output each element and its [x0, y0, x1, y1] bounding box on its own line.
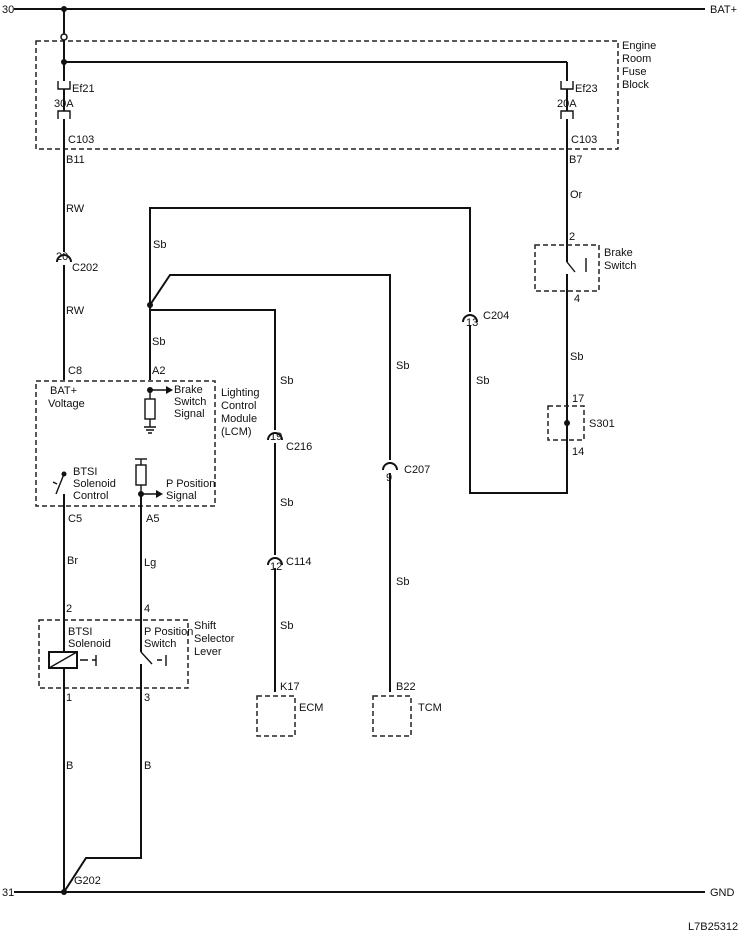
ground-symbol-icon — [144, 426, 156, 434]
fuse-ef23-rating: 20A — [557, 98, 577, 110]
wire-sb-s301-label: Sb — [570, 351, 583, 363]
shift-pin-3: 3 — [144, 692, 150, 704]
wire-rw-label-1: RW — [66, 203, 85, 215]
c216-pin: 19 — [270, 431, 282, 443]
wire-sb-to-c204 — [149, 207, 471, 312]
connector-c103-right: C103 — [571, 134, 597, 146]
fuse-block-label: Engine Room Fuse Block — [622, 40, 659, 91]
feed-junction — [61, 6, 67, 12]
connector-c202 — [56, 254, 72, 263]
c114-label: C114 — [286, 556, 311, 568]
gnd-label: GND — [710, 887, 735, 899]
wire-or-label: Or — [570, 189, 583, 201]
fuse-ef23-label: Ef23 — [575, 83, 598, 95]
wire-sb-c216-top-label: Sb — [280, 375, 293, 387]
pin-a5: A5 — [146, 513, 159, 525]
connector-c114 — [267, 557, 283, 566]
bat-plus-label: BAT+ — [710, 4, 737, 16]
wire-sb-to-c207 — [149, 274, 391, 460]
lcm-box — [35, 380, 216, 507]
rail-31-label: 31 — [2, 887, 14, 899]
fuse-ef21 — [57, 81, 71, 160]
btsi-control-switch — [55, 473, 65, 495]
connector-c207 — [382, 462, 398, 471]
shift-pin-4: 4 — [144, 603, 150, 615]
ppos-signal-arrow-icon — [156, 490, 163, 498]
ecm-pin: K17 — [280, 681, 300, 693]
rail-30-label: 30 — [2, 4, 14, 16]
wire-b-right — [63, 688, 142, 893]
brake-switch-pin-top: 2 — [569, 231, 575, 243]
wire-lg-label: Lg — [144, 557, 156, 569]
c202-label: C202 — [72, 262, 98, 274]
wire-br-label: Br — [67, 555, 78, 567]
btsi-solenoid-control-label: BTSI Solenoid Control — [73, 466, 119, 502]
lcm-label: Lighting Control Module (LCM) — [221, 387, 263, 438]
brake-switch-box — [534, 244, 600, 292]
fuse-ef21-rating: 30A — [54, 98, 74, 110]
ppos-resistor — [135, 464, 147, 486]
fuse-block-box — [35, 40, 619, 150]
figure-code: L7B25312 — [688, 921, 738, 933]
tcm-box — [372, 695, 412, 737]
connector-c204 — [462, 314, 478, 323]
wire-sb-top-label: Sb — [153, 239, 166, 251]
c114-pin: 12 — [270, 561, 282, 573]
tcm-pin: B22 — [396, 681, 416, 693]
brake-switch-contact — [566, 261, 576, 273]
p-position-switch-label: P Position Switch — [144, 626, 196, 650]
wire-sb-c204-label: Sb — [476, 375, 489, 387]
pin-a2: A2 — [152, 365, 165, 377]
lcm-bat-voltage: BAT+ Voltage — [48, 385, 85, 410]
pin-b7: B7 — [569, 154, 582, 166]
pin-c5: C5 — [68, 513, 82, 525]
pin-c8: C8 — [68, 365, 82, 377]
connector-c216 — [267, 432, 283, 441]
wire-sb-a2-label: Sb — [152, 336, 165, 348]
pin-b11: B11 — [66, 154, 85, 166]
brake-switch-label: Brake Switch — [604, 247, 636, 272]
fuse-ef23 — [560, 81, 574, 160]
shift-pin-2: 2 — [66, 603, 72, 615]
wire-sb-c204-to-s301 — [469, 325, 568, 494]
shift-selector-lever-label: Shift Selector Lever — [194, 620, 237, 658]
shift-lever-box — [38, 619, 189, 689]
ecm-label: ECM — [299, 702, 323, 714]
brake-signal-resistor — [144, 398, 156, 420]
brake-switch-signal-label: Brake Switch Signal — [174, 384, 209, 420]
c202-pin: 20 — [56, 251, 68, 263]
wire-b-left-label: B — [66, 760, 73, 772]
c207-label: C207 — [404, 464, 430, 476]
fuse-ef21-label: Ef21 — [72, 83, 95, 95]
connector-c103-left: C103 — [68, 134, 94, 146]
wire-sb-c114-label: Sb — [280, 620, 293, 632]
ecm-box — [256, 695, 296, 737]
wire-sb-c207-top-label: Sb — [396, 360, 409, 372]
btsi-solenoid-label: BTSI Solenoid — [68, 626, 111, 650]
ground-junction — [61, 889, 67, 895]
ground-g202-label: G202 — [74, 875, 101, 887]
c204-pin: 13 — [466, 317, 478, 329]
brake-signal-arrow-icon — [166, 386, 173, 394]
wire-rw-label-2: RW — [66, 305, 85, 317]
s301-pin-bottom: 14 — [572, 446, 584, 458]
c204-label: C204 — [483, 310, 509, 322]
s301-label: S301 — [589, 418, 615, 430]
wire-sb-c207-bot-label: Sb — [396, 576, 409, 588]
p-position-signal-label: P Position Signal — [166, 478, 218, 502]
wire-sb-c216-mid-label: Sb — [280, 497, 293, 509]
c216-label: C216 — [286, 441, 312, 453]
feed-terminal — [60, 33, 68, 41]
tcm-label: TCM — [418, 702, 442, 714]
wire-b-right-label: B — [144, 760, 151, 772]
p-position-switch-contact — [140, 651, 153, 665]
brake-switch-pin-bottom: 4 — [574, 293, 580, 305]
s301-pin-top: 17 — [572, 393, 584, 405]
shift-pin-1: 1 — [66, 692, 72, 704]
